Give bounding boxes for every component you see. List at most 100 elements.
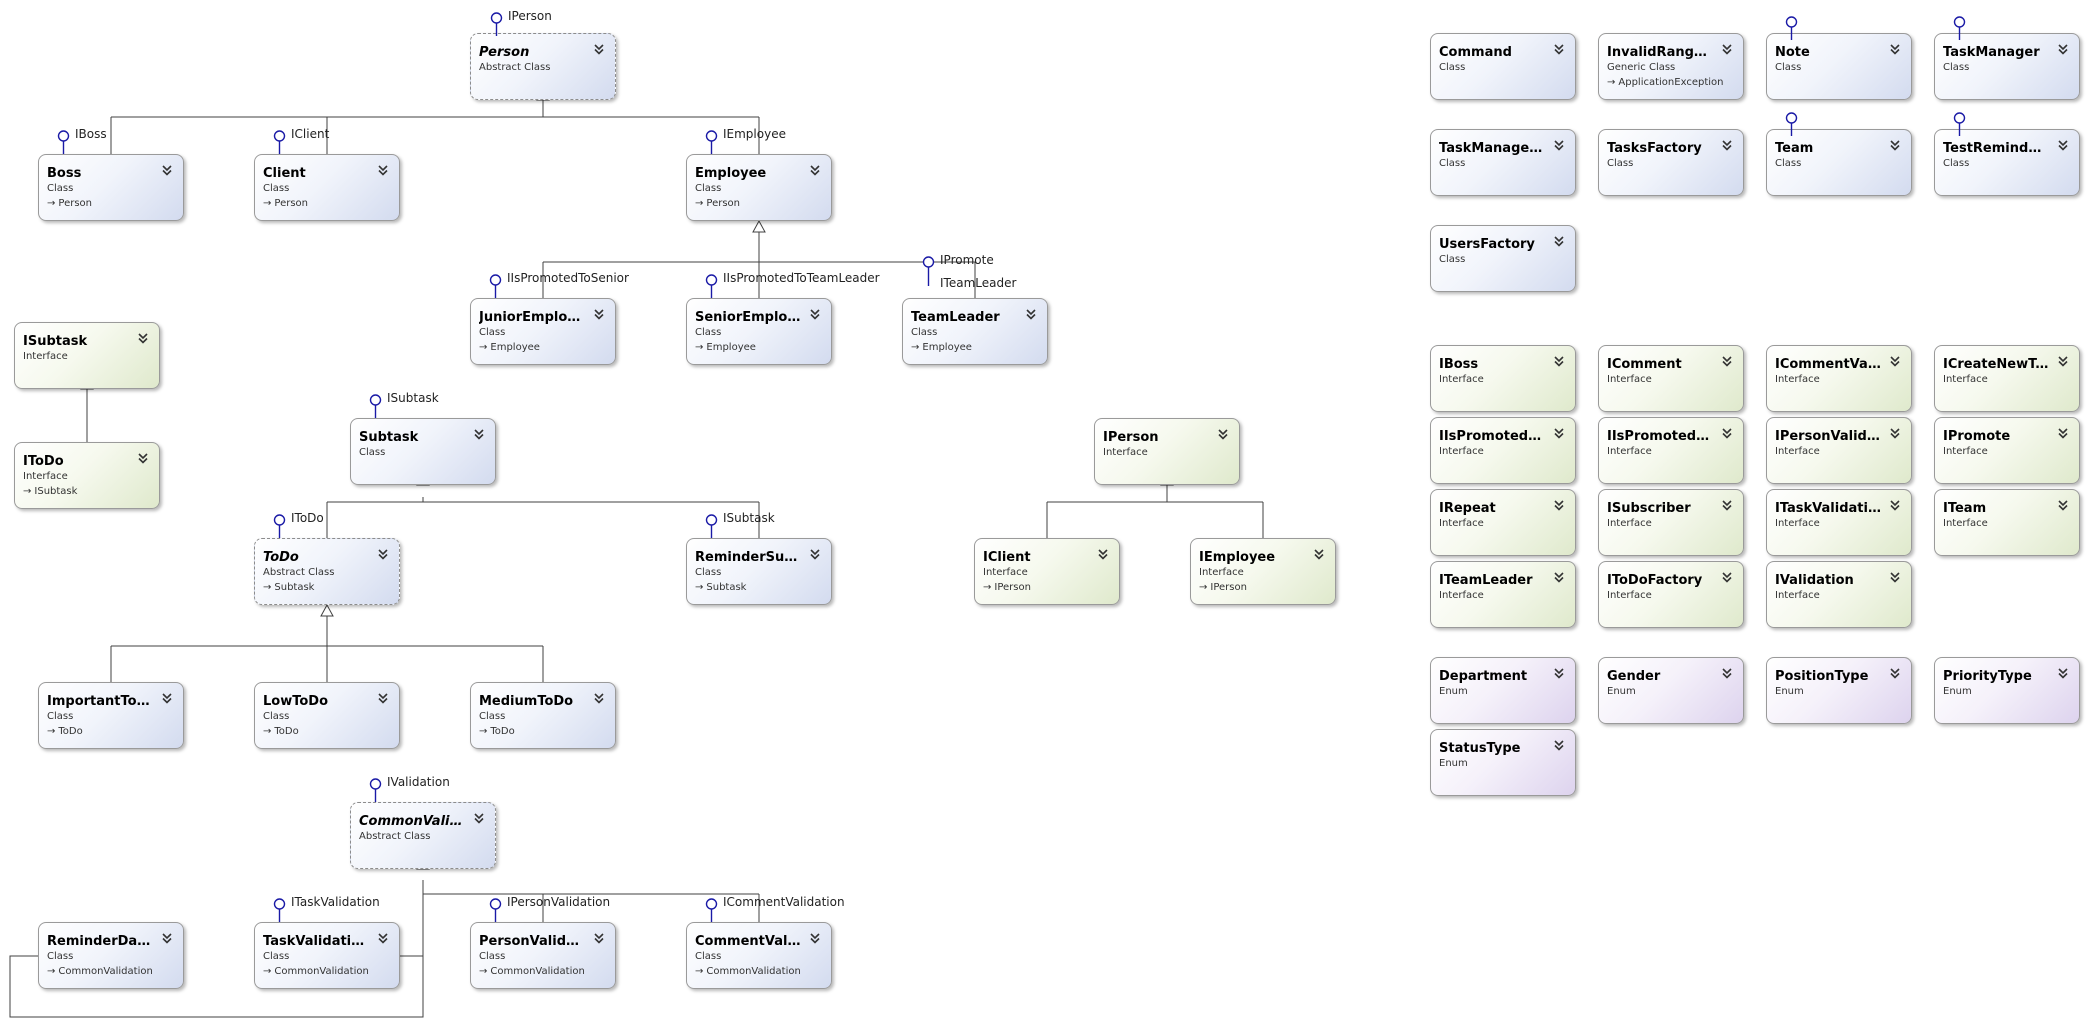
double-chevron-down-icon[interactable] bbox=[1888, 497, 1902, 511]
node-iispromotedtos-r[interactable]: IIsPromotedToS...Interface bbox=[1430, 417, 1576, 484]
double-chevron-down-icon[interactable] bbox=[1552, 425, 1566, 439]
node-invalidrangeexc[interactable]: InvalidRangeExc...Generic Class→Applicat… bbox=[1598, 33, 1744, 100]
double-chevron-down-icon[interactable] bbox=[1720, 425, 1734, 439]
double-chevron-down-icon[interactable] bbox=[2056, 497, 2070, 511]
double-chevron-down-icon[interactable] bbox=[1216, 426, 1230, 440]
double-chevron-down-icon[interactable] bbox=[1720, 665, 1734, 679]
double-chevron-down-icon[interactable] bbox=[376, 162, 390, 176]
double-chevron-down-icon[interactable] bbox=[1888, 137, 1902, 151]
node-personvalidation[interactable]: PersonValidationClass→CommonValidation bbox=[470, 922, 616, 989]
double-chevron-down-icon[interactable] bbox=[592, 306, 606, 320]
double-chevron-down-icon[interactable] bbox=[1024, 306, 1038, 320]
double-chevron-down-icon[interactable] bbox=[1552, 665, 1566, 679]
node-reminderdatev[interactable]: ReminderDateV...Class→CommonValidation bbox=[38, 922, 184, 989]
double-chevron-down-icon[interactable] bbox=[1096, 546, 1110, 560]
double-chevron-down-icon[interactable] bbox=[1888, 665, 1902, 679]
double-chevron-down-icon[interactable] bbox=[1720, 569, 1734, 583]
node-commentvalida[interactable]: CommentValida...Class→CommonValidation bbox=[686, 922, 832, 989]
double-chevron-down-icon[interactable] bbox=[808, 306, 822, 320]
node-iispromotedtot-r[interactable]: IIsPromotedToT...Interface bbox=[1598, 417, 1744, 484]
double-chevron-down-icon[interactable] bbox=[136, 450, 150, 464]
double-chevron-down-icon[interactable] bbox=[1720, 497, 1734, 511]
double-chevron-down-icon[interactable] bbox=[2056, 41, 2070, 55]
double-chevron-down-icon[interactable] bbox=[1720, 137, 1734, 151]
node-testremindersu[interactable]: TestReminderSu...Class bbox=[1934, 129, 2080, 196]
double-chevron-down-icon[interactable] bbox=[472, 426, 486, 440]
double-chevron-down-icon[interactable] bbox=[136, 330, 150, 344]
double-chevron-down-icon[interactable] bbox=[808, 546, 822, 560]
double-chevron-down-icon[interactable] bbox=[160, 930, 174, 944]
double-chevron-down-icon[interactable] bbox=[2056, 137, 2070, 151]
double-chevron-down-icon[interactable] bbox=[592, 41, 606, 55]
double-chevron-down-icon[interactable] bbox=[1888, 353, 1902, 367]
double-chevron-down-icon[interactable] bbox=[592, 930, 606, 944]
double-chevron-down-icon[interactable] bbox=[1552, 353, 1566, 367]
double-chevron-down-icon[interactable] bbox=[376, 930, 390, 944]
double-chevron-down-icon[interactable] bbox=[160, 690, 174, 704]
double-chevron-down-icon[interactable] bbox=[472, 810, 486, 824]
double-chevron-down-icon[interactable] bbox=[2056, 353, 2070, 367]
double-chevron-down-icon[interactable] bbox=[2056, 425, 2070, 439]
double-chevron-down-icon[interactable] bbox=[592, 690, 606, 704]
double-chevron-down-icon[interactable] bbox=[1312, 546, 1326, 560]
node-commonvalidation[interactable]: CommonValidationAbstract Class bbox=[350, 802, 496, 869]
double-chevron-down-icon[interactable] bbox=[1888, 425, 1902, 439]
node-remindersubtask[interactable]: ReminderSubTaskClass→Subtask bbox=[686, 538, 832, 605]
node-senioremployee[interactable]: SeniorEmployeeClass→Employee bbox=[686, 298, 832, 365]
double-chevron-down-icon[interactable] bbox=[1552, 497, 1566, 511]
node-ipersonvalidation-r[interactable]: IPersonValidationInterface bbox=[1766, 417, 1912, 484]
double-chevron-down-icon[interactable] bbox=[1720, 353, 1734, 367]
double-chevron-down-icon[interactable] bbox=[1720, 41, 1734, 55]
double-chevron-down-icon[interactable] bbox=[160, 162, 174, 176]
double-chevron-down-icon[interactable] bbox=[376, 690, 390, 704]
double-chevron-down-icon[interactable] bbox=[2056, 665, 2070, 679]
double-chevron-down-icon[interactable] bbox=[1552, 137, 1566, 151]
double-chevron-down-icon[interactable] bbox=[808, 930, 822, 944]
double-chevron-down-icon[interactable] bbox=[1552, 737, 1566, 751]
double-chevron-down-icon[interactable] bbox=[1888, 569, 1902, 583]
double-chevron-down-icon[interactable] bbox=[1552, 569, 1566, 583]
node-taskmanageren[interactable]: TaskManagerEn...Class bbox=[1430, 129, 1576, 196]
double-chevron-down-icon[interactable] bbox=[1888, 41, 1902, 55]
double-chevron-down-icon[interactable] bbox=[1552, 41, 1566, 55]
double-chevron-down-icon[interactable] bbox=[808, 162, 822, 176]
